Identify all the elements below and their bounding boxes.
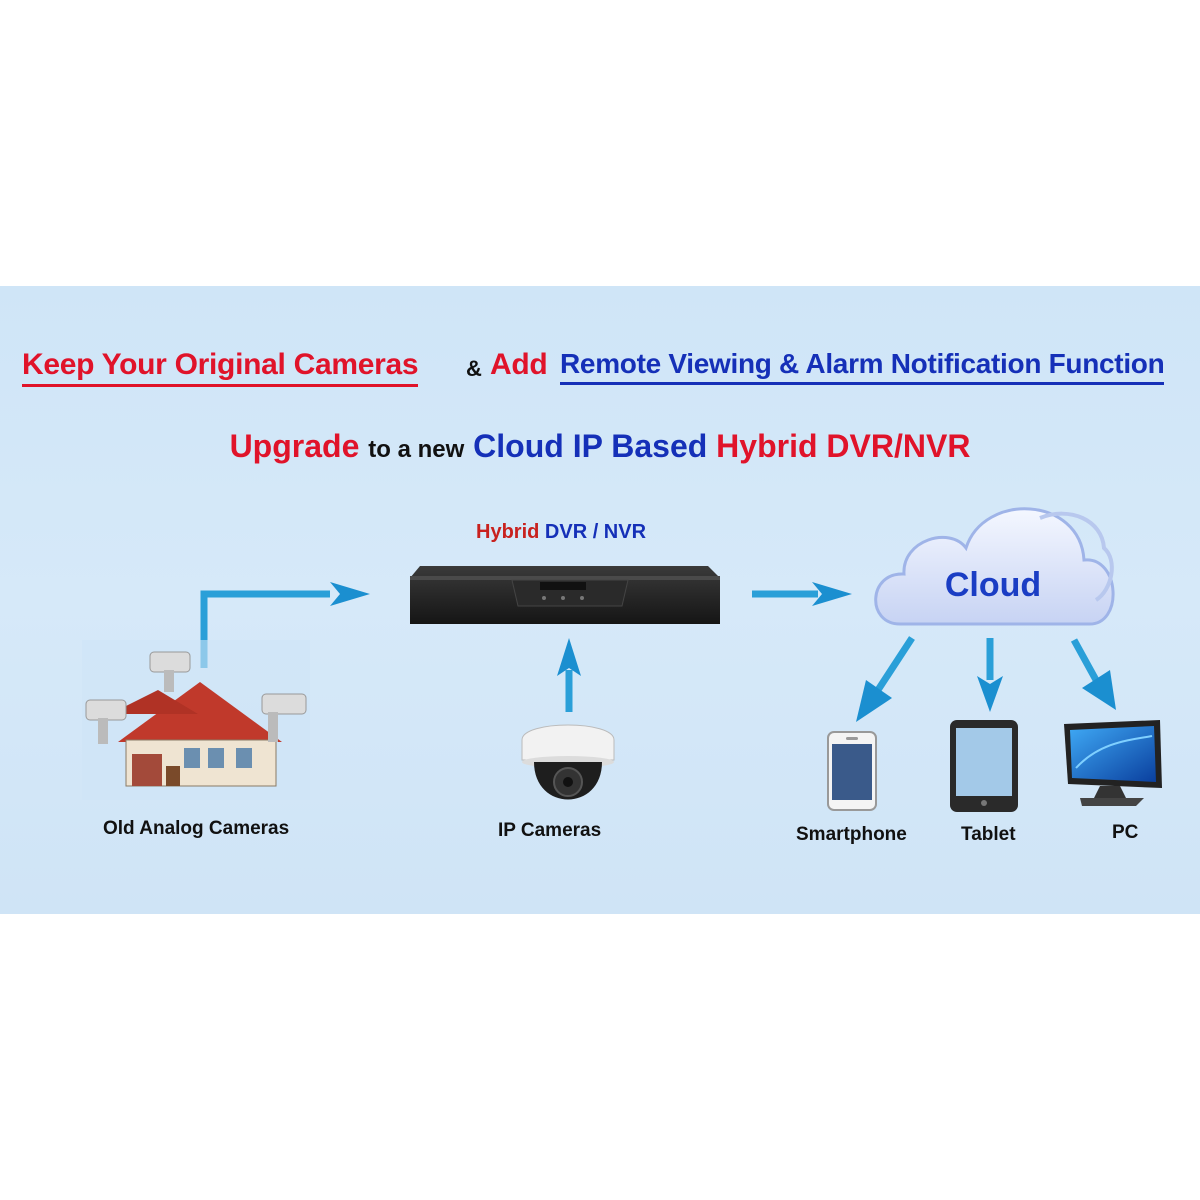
cloud-label: Cloud [944, 566, 1042, 604]
tablet-icon [950, 720, 1018, 812]
headline-keep-cameras: Keep Your Original Cameras [22, 348, 419, 387]
subhead-cloud-ip-based: Cloud IP Based [473, 428, 708, 464]
pc-monitor-icon [1064, 720, 1162, 806]
dvr-title-dvr-nvr: DVR / NVR [544, 521, 647, 543]
headline-add: Add [490, 348, 548, 381]
headline-ampersand: & [466, 356, 482, 381]
label-smartphone: Smartphone [796, 824, 907, 845]
dvr-title: Hybrid DVR / NVR [476, 521, 646, 544]
arrow-icon [856, 636, 915, 722]
dome-camera-icon [521, 724, 615, 800]
dvr-box-icon [410, 566, 720, 624]
label-old-analog-cameras: Old Analog Cameras [103, 818, 290, 839]
smartphone-icon [827, 731, 877, 811]
arrow-icon [977, 638, 1003, 712]
arrow-icon [1070, 638, 1116, 710]
headline: Keep Your Original Cameras & Add Remote … [0, 344, 1200, 394]
house-cameras-icon [82, 640, 310, 800]
arrow-icon [557, 638, 581, 712]
subhead-upgrade: Upgrade [229, 428, 360, 464]
subhead-to-a-new: to a new [368, 436, 465, 463]
headline-remote-viewing: Remote Viewing & Alarm Notification Func… [560, 348, 1165, 385]
dvr-title-hybrid: Hybrid [476, 521, 540, 543]
label-ip-cameras: IP Cameras [498, 820, 602, 841]
label-pc: PC [1112, 822, 1139, 843]
subhead-hybrid-dvr-nvr: Hybrid DVR/NVR [716, 428, 971, 464]
arrow-icon [752, 582, 852, 606]
subhead: Upgrade to a new Cloud IP Based Hybrid D… [0, 428, 1200, 465]
cloud-icon [874, 507, 1115, 626]
label-tablet: Tablet [961, 824, 1016, 845]
